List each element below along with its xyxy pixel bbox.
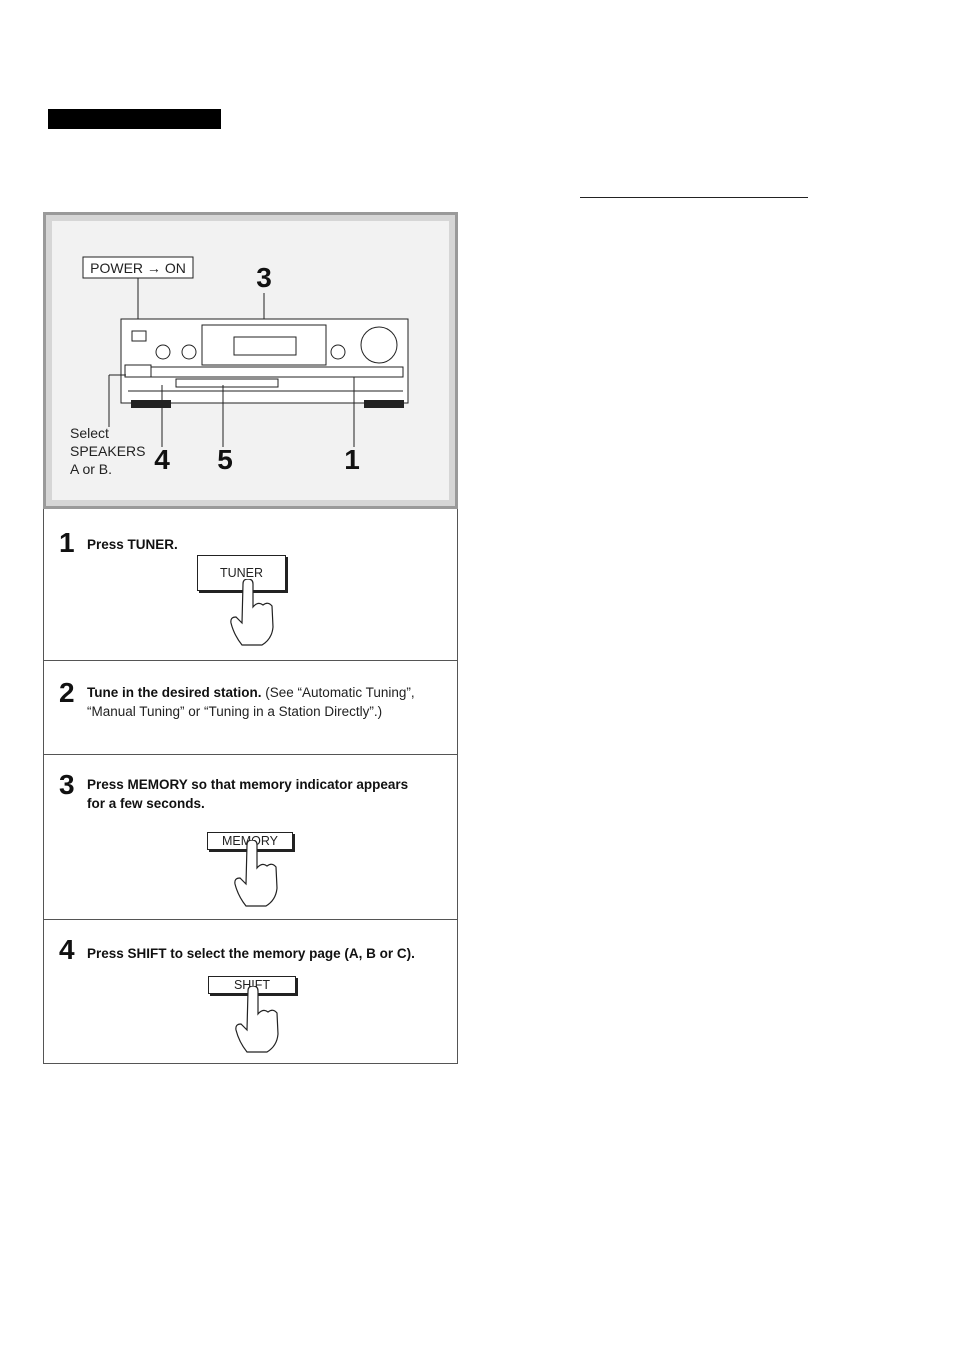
step-2-number: 2 [59,677,75,708]
tuner-button-illustration: TUNER [197,555,286,591]
step-3: 3 Press MEMORY so that memory indicator … [43,755,458,920]
step-1-number: 1 [59,527,75,558]
callout-3: 3 [256,262,272,293]
step-4-number: 4 [59,934,75,965]
speakers-label-line2: SPEAKERS [70,443,145,459]
step-1-text: Press TUNER. [87,535,178,554]
callout-5: 5 [217,444,233,475]
receiver-illustration: POWER → ON 3 [70,256,409,477]
right-column-rule [580,197,808,198]
pointing-hand-icon [234,840,278,907]
step-3-number: 3 [59,769,75,800]
instruction-panel: POWER → ON 3 [43,212,458,1064]
receiver-figure: POWER → ON 3 [43,212,458,509]
speakers-label-line3: A or B. [70,461,112,477]
shift-button-illustration: SHIFT [208,976,296,994]
section-header-bar [48,109,221,129]
speakers-label-line1: Select [70,425,109,441]
step-1: 1 Press TUNER. TUNER [43,509,458,661]
power-label: POWER → ON [90,260,186,276]
callout-4: 4 [154,444,170,475]
step-2: 2 Tune in the desired station. (See “Aut… [43,661,458,755]
step-4: 4 Press SHIFT to select the memory page … [43,920,458,1064]
step-2-text: Tune in the desired station. (See “Autom… [87,683,427,721]
step-2-instruction: Tune in the desired station. [87,685,262,700]
step-4-instruction: Press SHIFT to select the memory page (A… [87,946,415,961]
pointing-hand-icon [230,579,274,646]
step-4-text: Press SHIFT to select the memory page (A… [87,944,442,963]
step-2-reference: (See “Automatic Tuning”, “Manual Tuning”… [87,685,415,719]
step-1-instruction: Press TUNER. [87,537,178,552]
pointing-hand-icon [235,986,279,1053]
callout-1: 1 [344,444,360,475]
step-3-text: Press MEMORY so that memory indicator ap… [87,775,417,813]
step-3-instruction: Press MEMORY so that memory indicator ap… [87,777,409,811]
